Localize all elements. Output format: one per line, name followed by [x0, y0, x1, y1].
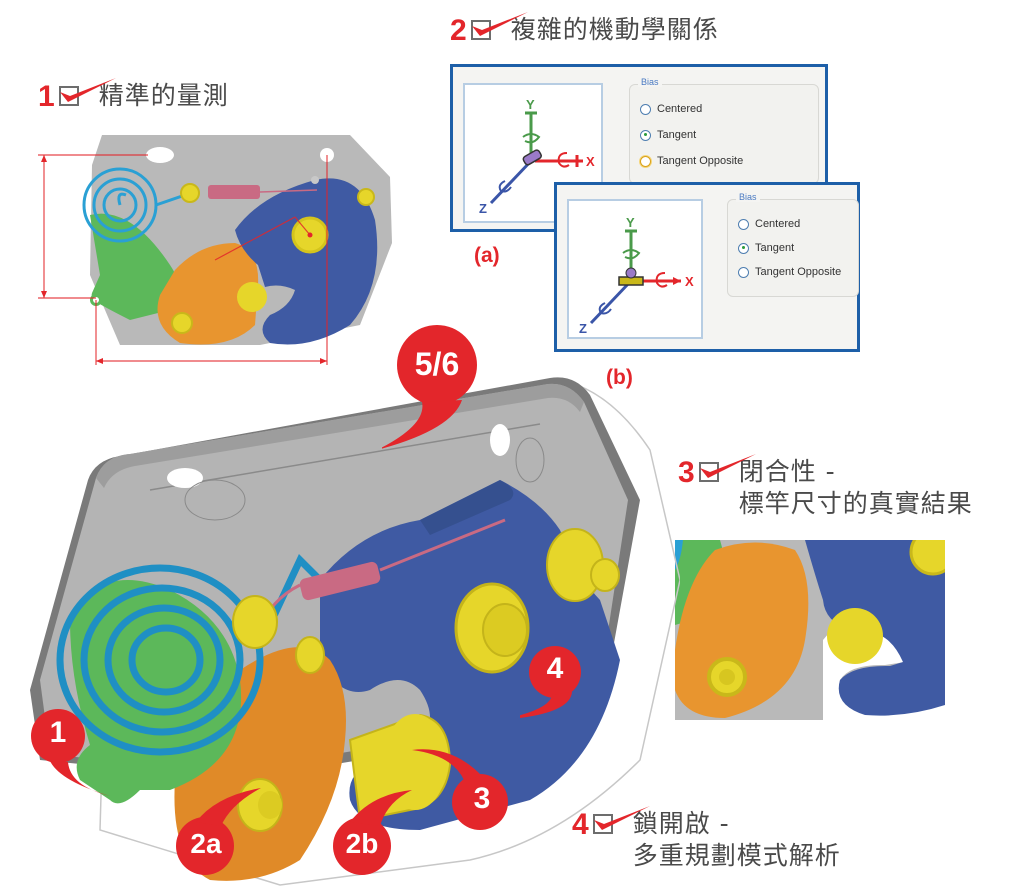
- yellow-pin: [909, 540, 945, 576]
- caption-a: (a): [474, 244, 500, 267]
- callout-badge-1: 1: [30, 706, 110, 806]
- blue-latch: [235, 178, 378, 345]
- axis-y-label: Y: [526, 97, 535, 112]
- dimension-lines: [38, 154, 328, 365]
- radio-tangent-opposite[interactable]: Tangent Opposite: [640, 155, 743, 167]
- radio-label: Tangent: [657, 129, 697, 141]
- heading-number: 1: [38, 80, 55, 113]
- radio-label: Centered: [755, 218, 801, 230]
- yellow-pin: [237, 282, 267, 312]
- heading-text: 複雜的機動學關係: [510, 15, 719, 44]
- checkbox-checked-icon: [470, 12, 528, 44]
- radio-button[interactable]: [738, 266, 749, 278]
- radio-button[interactable]: [640, 129, 651, 141]
- heading-text: 鎖開啟 -: [632, 809, 730, 838]
- transparent-cover: [99, 379, 680, 886]
- axis-x-label: X: [685, 274, 694, 289]
- spiral-spring: [82, 167, 193, 243]
- axis-x-label: X: [586, 154, 595, 169]
- heading-number: 4: [572, 808, 589, 841]
- radio-tangent[interactable]: Tangent: [738, 242, 794, 254]
- checkbox-checked-icon: [58, 78, 116, 110]
- heading-subtext: 多重規劃模式解析: [632, 841, 841, 870]
- callout-badge-2a: 2a: [176, 784, 266, 887]
- mechanism-assembly: [30, 377, 680, 886]
- heading-text: 精準的量測: [98, 81, 229, 110]
- clearance-detail: [675, 540, 945, 720]
- heading-3: 3 閉合性 - 標竿尺寸的真實結果: [678, 454, 973, 520]
- yellow-pin: [180, 183, 200, 203]
- caption-b: (b): [606, 366, 633, 389]
- measurement-diagram: [38, 135, 392, 365]
- heading-number: 2: [450, 14, 467, 47]
- radio-tangent-opposite[interactable]: Tangent Opposite: [738, 266, 841, 278]
- checkbox-checked-icon: [592, 806, 650, 838]
- callout-badge-4: 4: [500, 640, 590, 730]
- plate-slot: [146, 147, 174, 163]
- radio-label: Tangent Opposite: [657, 155, 744, 167]
- heading-2: 2 複雜的機動學關係: [450, 12, 719, 48]
- spiral-spring: [56, 553, 333, 756]
- radio-tangent[interactable]: Tangent: [640, 129, 696, 141]
- yellow-pin: [827, 608, 883, 664]
- callout-badge-3: 3: [412, 740, 512, 840]
- radio-button[interactable]: [640, 155, 651, 167]
- radio-button[interactable]: [640, 103, 651, 115]
- yellow-pins: [232, 528, 620, 832]
- heading-subtext: 標竿尺寸的真實結果: [738, 489, 973, 518]
- radio-label: Centered: [657, 103, 703, 115]
- bias-dialog-b: Y X Z Bias Centered Tangent Tangent Oppo…: [554, 182, 860, 352]
- radio-centered[interactable]: Centered: [640, 103, 702, 115]
- yellow-pin: [357, 188, 375, 206]
- radio-button[interactable]: [738, 218, 749, 230]
- triad-axes-icon: Y X Z: [479, 97, 595, 216]
- axis-y-label: Y: [626, 215, 635, 230]
- radio-button[interactable]: [738, 242, 749, 254]
- radio-centered[interactable]: Centered: [738, 218, 800, 230]
- checkbox-checked-icon: [698, 454, 756, 486]
- heading-4: 4 鎖開啟 - 多重規劃模式解析: [572, 806, 841, 872]
- bias-dialog-a: Y X Z Bias Centered Tangent Tangent Oppo…: [450, 64, 828, 232]
- callout-badge-5-6: 5/6: [377, 320, 482, 460]
- yellow-pin: [171, 312, 193, 334]
- radio-label: Tangent Opposite: [755, 266, 842, 278]
- bias-group: Bias Centered Tangent Tangent Opposite: [629, 77, 819, 184]
- heading-number: 3: [678, 456, 695, 489]
- group-label: Bias: [736, 192, 760, 202]
- radio-label: Tangent: [755, 242, 795, 254]
- bias-group: Bias Centered Tangent Tangent Opposite: [727, 192, 859, 297]
- axis-z-label: Z: [579, 321, 587, 336]
- tension-spring: [208, 185, 260, 199]
- heading-text: 閉合性 -: [738, 457, 836, 486]
- axis-preview: Y X Z: [567, 199, 703, 339]
- triad-axes-icon: Y X Z: [579, 215, 694, 336]
- callout-badge-2b: 2b: [332, 780, 422, 887]
- heading-1: 1 精準的量測: [38, 78, 229, 114]
- group-label: Bias: [638, 77, 662, 87]
- axis-z-label: Z: [479, 201, 487, 216]
